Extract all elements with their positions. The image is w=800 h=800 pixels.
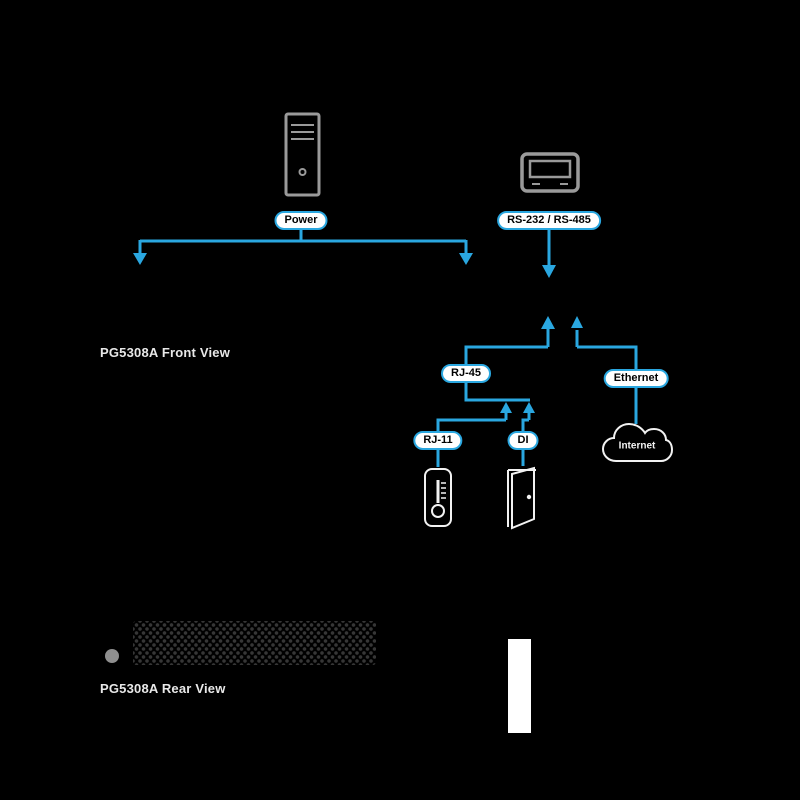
node-rj45: RJ-45 <box>441 364 491 383</box>
internet-label: Internet <box>618 440 656 452</box>
connector-lines <box>138 229 638 467</box>
node-power: Power <box>274 211 328 230</box>
vent-grille <box>133 621 376 665</box>
controller-icon <box>520 152 580 193</box>
power-cable <box>508 639 531 733</box>
grounding-screw-icon <box>105 649 119 663</box>
node-di: DI <box>507 431 539 450</box>
computer-tower-icon <box>284 112 321 197</box>
door-icon <box>507 466 536 530</box>
node-ethernet: Ethernet <box>603 369 669 388</box>
front-view-label: PG5308A Front View <box>100 345 231 360</box>
rear-view-label: PG5308A Rear View <box>100 681 226 696</box>
node-rj11: RJ-11 <box>413 431 463 450</box>
node-serial: RS-232 / RS-485 <box>497 211 601 230</box>
arrowheads <box>133 253 583 413</box>
cloud-icon <box>601 422 674 462</box>
thermometer-icon <box>424 468 452 527</box>
